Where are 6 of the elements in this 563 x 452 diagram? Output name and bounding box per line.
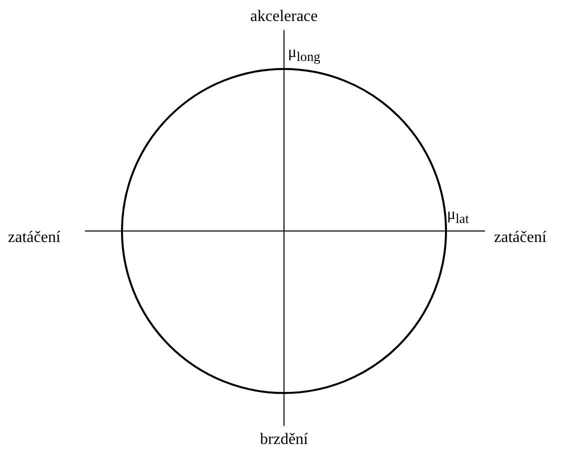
coefficient-label: μ$_{long}$ [288, 44, 320, 66]
coefficient-label: μ$_{lat}$ [447, 206, 469, 228]
axis-label: brzdění [260, 431, 308, 449]
axis-label: zatáčení [8, 229, 60, 247]
axis-label: zatáčení [494, 229, 546, 247]
axis-label: akcelerace [250, 8, 318, 26]
